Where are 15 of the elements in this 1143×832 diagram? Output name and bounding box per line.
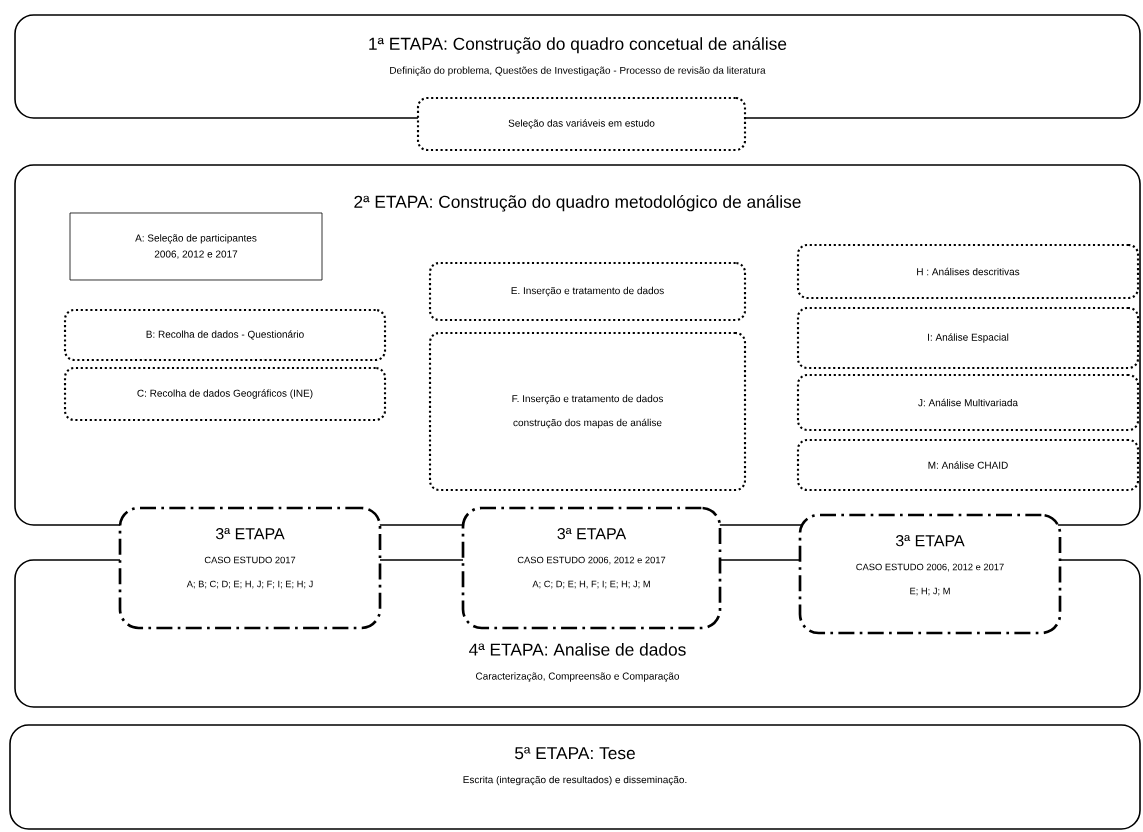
process-box: Seleção das variáveis em estudo (416, 96, 747, 152)
process-box: C: Recolha de dados Geográficos (INE) (63, 366, 387, 422)
process-box: J: Análise Multivariada (796, 373, 1140, 432)
process-box: H : Análises descritivas (796, 243, 1140, 300)
process-box: I: Análise Espacial (796, 306, 1140, 370)
stage-box: 5ª ETAPA: Tese Escrita (integração de resultados) e disseminação. (9, 724, 1141, 830)
process-box: B: Recolha de dados - Questionário (63, 308, 387, 362)
process-box: F. Inserção e tratamento de dados construção dos mapas de análise (428, 331, 747, 492)
case-study-box: 3ª ETAPA CASO ESTUDO 2017 A; B; C; D; E; H, J; F; I; E; H; J (118, 506, 382, 630)
process-box: M: Análise CHAID (796, 438, 1140, 492)
process-box: E. Inserção e tratamento de dados (428, 261, 747, 322)
case-study-box: 3ª ETAPA CASO ESTUDO 2006, 2012 e 2017 A; C; D; E; H, F; I; E; H; J; M (461, 506, 722, 630)
stage-box: 1ª ETAPA: Construção do quadro concetual de análise Definição do problema, Questões de Investigação - Processo de revisão da literatura (14, 14, 1141, 119)
process-box: A: Seleção de participantes 2006, 2012 e 2017 (69, 212, 323, 281)
case-study-box: 3ª ETAPA CASO ESTUDO 2006, 2012 e 2017 E; H; J; M (798, 513, 1062, 635)
